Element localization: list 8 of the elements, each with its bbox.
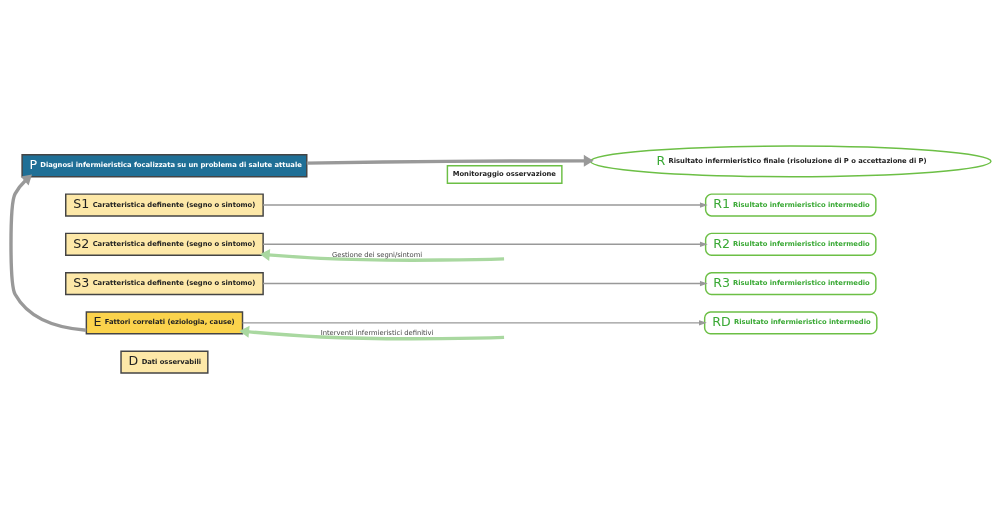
arrow bbox=[262, 280, 708, 286]
arrow bbox=[262, 201, 708, 208]
arrow bbox=[9, 174, 87, 332]
arrow bbox=[239, 325, 505, 340]
arrow bbox=[262, 241, 708, 247]
arrow bbox=[241, 319, 707, 326]
arrow bbox=[259, 248, 505, 262]
arrow bbox=[306, 154, 594, 167]
